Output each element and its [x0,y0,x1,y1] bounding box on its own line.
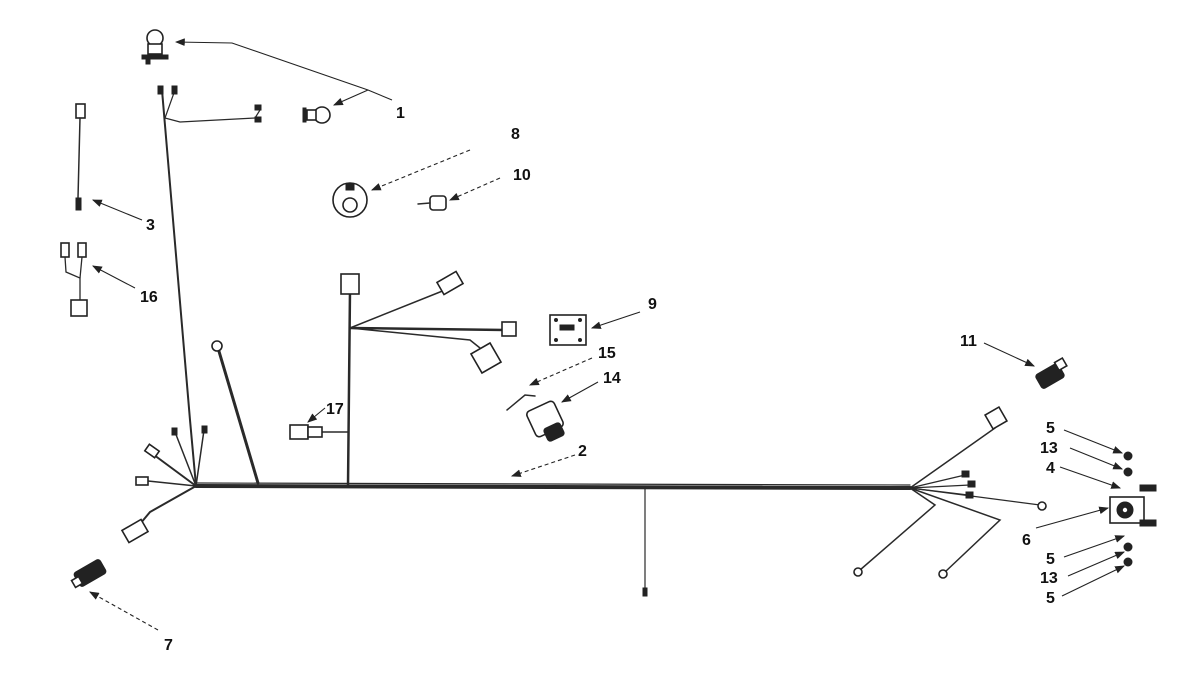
callout-5-bottom: 5 [1046,590,1055,607]
gauge-icon [332,182,368,218]
relay-icon [526,400,565,442]
callout-5-top: 5 [1046,420,1055,437]
sensor-icon [1035,356,1068,389]
callout-15: 15 [598,345,616,362]
callout-8: 8 [511,126,520,143]
wire-clip-part [506,394,536,411]
callout-labels: 1 2 3 4 5 13 6 5 13 5 7 8 9 10 11 14 15 … [140,105,1058,654]
callout-17: 17 [326,401,344,418]
callout-2: 2 [578,443,587,460]
callout-7: 7 [164,637,173,654]
mounting-plate-part [549,314,587,346]
leader-lines [89,38,1126,631]
flasher-assembly-part [1109,451,1157,567]
callout-1: 1 [396,105,405,122]
callout-3: 3 [146,217,155,234]
callout-4: 4 [1046,460,1055,477]
lead-wire-part [75,103,86,211]
sender-icon [70,559,107,589]
harness-connectors [120,85,1047,597]
callout-10: 10 [513,167,531,184]
callout-11: 11 [960,333,977,350]
callout-16: 16 [140,289,158,306]
callout-5-middle: 5 [1046,551,1055,568]
callout-14: 14 [603,370,621,387]
callout-9: 9 [648,296,657,313]
bulb-icon [141,29,169,65]
main-harness [134,89,1041,593]
callout-13-bottom: 13 [1040,570,1058,587]
switch-icon [417,195,447,211]
callout-13-top: 13 [1040,440,1058,457]
callout-6: 6 [1022,532,1031,549]
bulb-socket-icon [302,106,331,124]
adapter-harness-part [60,242,88,317]
